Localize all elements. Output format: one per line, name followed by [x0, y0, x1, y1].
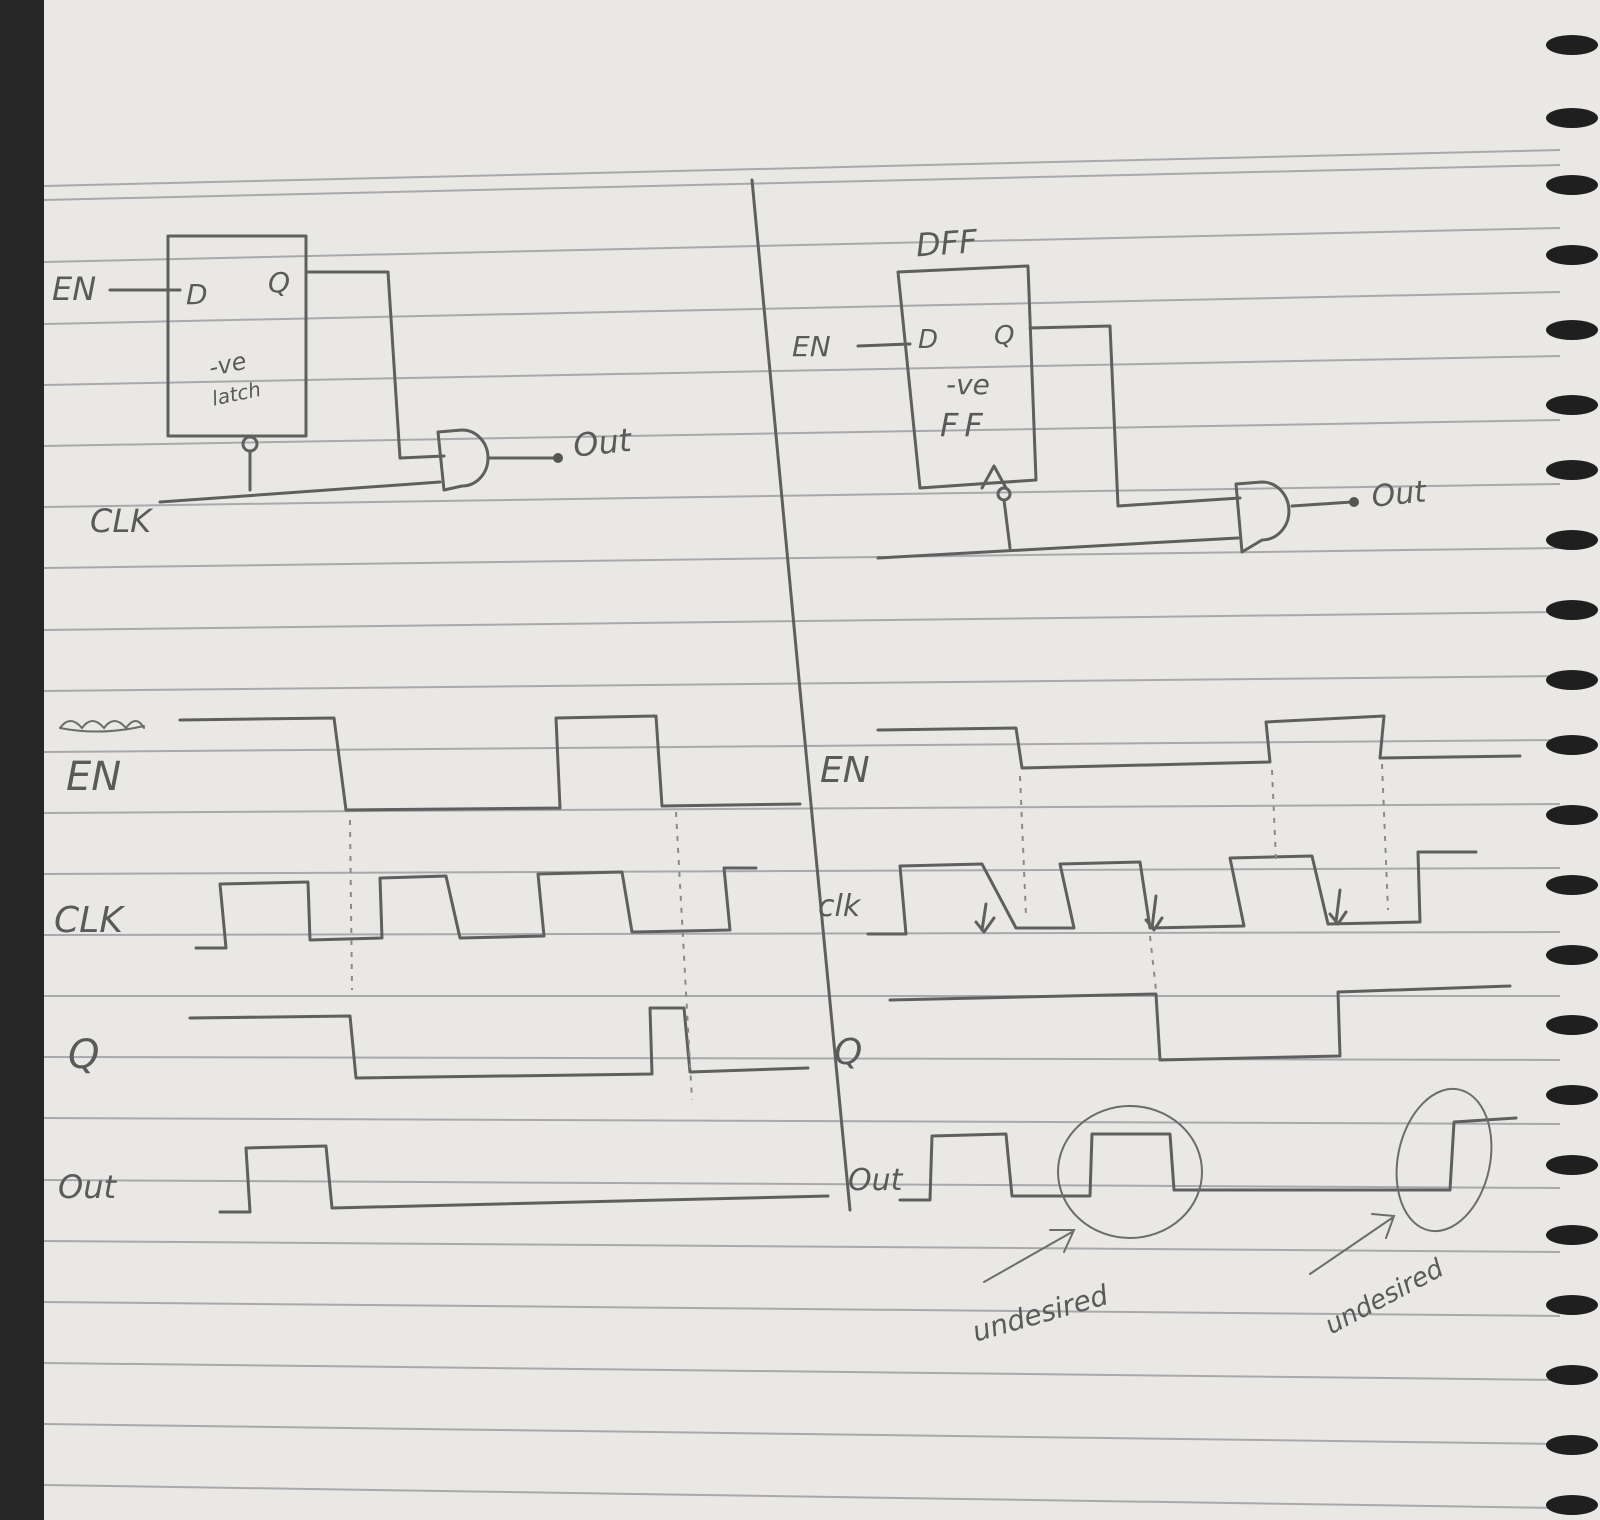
undesired-arrow-2 [1309, 1213, 1396, 1275]
undesired-circle-1 [1057, 1105, 1203, 1239]
left-q-pin-label: Q [268, 266, 290, 299]
dff-title: DFF [915, 222, 980, 264]
left-block-line1: -ve [206, 347, 249, 382]
right-guide-1 [1019, 775, 1027, 917]
clk-falling-edge-arrow-2 [1144, 894, 1164, 932]
dff-clock-triangle [980, 464, 1008, 490]
left-latch-circuit: EN D Q -ve latch CLK Out [52, 234, 635, 540]
left-d-pin-label: D [186, 278, 208, 311]
left-en-waveform [178, 714, 802, 812]
right-d-pin-label: D [918, 325, 938, 355]
right-guide-3 [1149, 935, 1157, 991]
left-label-q: Q [68, 1032, 99, 1078]
left-en-input-label: EN [52, 270, 96, 308]
page-divider-line [750, 178, 852, 1212]
crossed-out-scribble [59, 720, 145, 733]
dff-block [896, 264, 1038, 490]
left-label-en: EN [66, 754, 121, 800]
right-label-q: Q [834, 1032, 862, 1073]
left-label-out: Out [58, 1168, 117, 1206]
dff-clock-stub [1002, 498, 1012, 550]
left-clk-waveform [194, 866, 758, 950]
right-out-label: Out [1370, 474, 1429, 515]
clk-falling-edge-arrow-1 [974, 902, 996, 934]
undesired-circle-2 [1395, 1087, 1493, 1233]
right-and-gate [1234, 480, 1291, 554]
latch-clock-bubble [241, 435, 259, 453]
right-out-node [1349, 497, 1359, 507]
left-timing-diagram: EN CLK Q Out [54, 714, 830, 1214]
undesired-label-2: undesired [1320, 1253, 1449, 1340]
left-out-node [553, 453, 563, 463]
left-and-gate [436, 428, 490, 492]
left-guide-2 [675, 811, 693, 1101]
right-en-input-wire [856, 342, 912, 348]
clk-wire [158, 480, 442, 504]
right-q-pin-label: Q [994, 321, 1014, 351]
right-label-clk: clk [818, 889, 862, 924]
right-dff-circuit: DFF EN D Q -ve FF Out [792, 222, 1429, 560]
dff-clock-bubble [996, 486, 1012, 502]
right-guide-4 [1381, 763, 1389, 911]
notebook-cover-edge [0, 0, 44, 1520]
right-en-input-label: EN [792, 330, 831, 363]
left-label-clk: CLK [54, 900, 125, 941]
q-to-and-wire [304, 270, 446, 460]
right-q-to-and-wire [1028, 324, 1242, 508]
right-out-wire [1290, 500, 1354, 508]
left-out-label: Out [571, 421, 634, 465]
right-block-line1: -ve [946, 368, 990, 401]
right-clk-wire [876, 536, 1240, 560]
latch-block [166, 234, 308, 438]
right-block-line2: FF [940, 406, 989, 444]
left-out-waveform [218, 1144, 830, 1214]
right-clk-waveform [866, 850, 1478, 936]
clk-falling-edge-arrow-3 [1328, 888, 1348, 926]
right-out-waveform [898, 1116, 1518, 1202]
left-guide-1 [349, 819, 353, 991]
spiral-binding [1546, 35, 1598, 1515]
right-label-en: EN [820, 750, 870, 791]
undesired-label-1: undesired [969, 1278, 1112, 1348]
undesired-arrow-1 [983, 1229, 1076, 1283]
ruled-lines [43, 149, 1561, 1509]
right-label-out: Out [848, 1163, 904, 1198]
right-guide-2 [1271, 769, 1277, 861]
right-timing-diagram: EN clk Q Out undesired undesired [818, 714, 1522, 1349]
left-clk-label: CLK [90, 502, 154, 540]
right-q-waveform [888, 984, 1512, 1062]
left-q-waveform [188, 1006, 810, 1080]
right-en-waveform [876, 714, 1522, 770]
